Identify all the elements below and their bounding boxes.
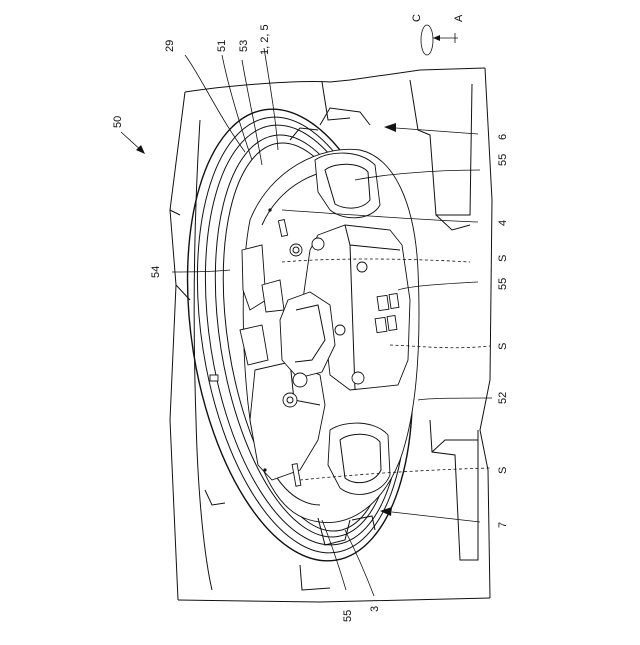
label-1-2-5: 1, 2, 5: [259, 24, 271, 55]
label-55-mid: 55: [497, 278, 509, 290]
label-S-2: S: [497, 343, 509, 350]
label-S-1: S: [497, 255, 509, 262]
label-29: 29: [164, 40, 176, 52]
label-3: 3: [369, 606, 381, 612]
label-53: 53: [238, 40, 250, 52]
label-A: A: [453, 14, 465, 22]
label-6: 6: [497, 134, 509, 140]
label-51: 51: [216, 40, 228, 52]
label-S-3: S: [497, 467, 509, 474]
label-4: 4: [497, 220, 509, 226]
label-55-bottom: 55: [342, 610, 354, 622]
lower-pocket: [328, 423, 390, 494]
label-54: 54: [150, 266, 162, 278]
label-7: 7: [497, 522, 509, 528]
label-55-top: 55: [497, 154, 509, 166]
view-indicator: [421, 25, 458, 55]
label-52: 52: [497, 392, 509, 404]
label-50: 50: [112, 116, 124, 128]
label-C: C: [411, 14, 423, 22]
